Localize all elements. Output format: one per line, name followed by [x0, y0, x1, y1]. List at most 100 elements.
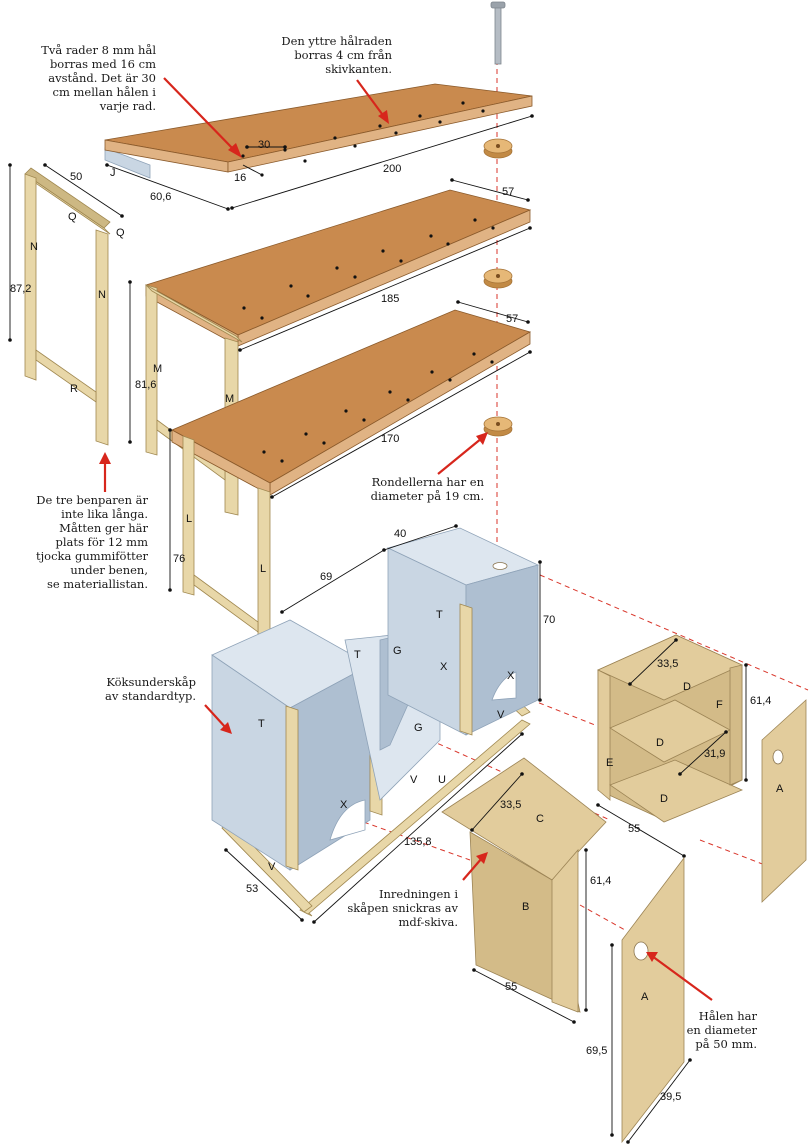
right-cabinet [386, 527, 540, 736]
dim-mid-length: 185 [381, 293, 399, 305]
tabletop-lower [171, 309, 532, 496]
disc-2 [483, 268, 513, 289]
svg-text:Inredningen i: Inredningen i [379, 887, 458, 901]
dim-low-height: 76 [173, 553, 185, 565]
label-X: X [440, 661, 448, 673]
label-A: A [641, 991, 649, 1003]
note-discs: Rondellerna har en diameter på 19 cm. [371, 475, 485, 503]
dim-low-depth: 57 [506, 313, 518, 325]
dim-panel-c-width: 33,5 [500, 799, 521, 811]
note-hole50: Hålen har en diameter på 50 mm. [687, 1009, 758, 1051]
dim-mid-depth: 57 [502, 186, 514, 198]
dim-shelf-depth: 55 [628, 823, 640, 835]
note-legs: De tre benparen är inte lika långa. Mått… [36, 493, 149, 591]
alignment-line [539, 574, 809, 691]
label-E: E [606, 757, 613, 769]
hole-row [242, 218, 495, 320]
dim-hole-offset: 16 [234, 172, 246, 184]
tabletop-top [104, 83, 533, 179]
label-U: U [438, 774, 446, 786]
label-D: D [660, 793, 668, 805]
alignment-line [579, 904, 626, 931]
label-T: T [258, 718, 265, 730]
label-L: L [186, 513, 192, 525]
label-F: F [716, 699, 723, 711]
annotation-arrows [99, 77, 713, 1001]
dim-top-length: 200 [383, 163, 401, 175]
dim-frame-width: 50 [70, 171, 82, 183]
svg-text:Rondellerna har en: Rondellerna har en [372, 475, 485, 489]
svg-text:tjocka gummifötter: tjocka gummifötter [36, 549, 149, 563]
svg-text:Två rader 8 mm hål: Två rader 8 mm hål [41, 43, 156, 57]
svg-text:på 50 mm.: på 50 mm. [695, 1037, 757, 1051]
svg-text:varje rad.: varje rad. [99, 99, 156, 113]
svg-text:borras med 16 cm: borras med 16 cm [50, 57, 156, 71]
dim-base-width: 53 [246, 883, 258, 895]
svg-text:skåpen snickras av: skåpen snickras av [347, 901, 458, 915]
dim-shelf-height: 61,4 [750, 695, 771, 707]
label-N: N [30, 241, 38, 253]
alignment-line [699, 839, 766, 866]
label-Q: Q [68, 211, 77, 223]
dim-panel-a-height: 69,5 [586, 1045, 607, 1057]
side-panel-A-small [761, 699, 807, 903]
label-X: X [507, 670, 515, 682]
label-J: J [110, 167, 116, 179]
note-cabinet: Köksunderskåp av standardtyp. [105, 675, 196, 703]
dim-shelf-inner: 31,9 [704, 748, 725, 760]
label-B: B [522, 901, 529, 913]
svg-text:De tre benparen är: De tre benparen är [36, 493, 148, 507]
svg-text:inte lika långa.: inte lika långa. [61, 507, 148, 521]
note-interior: Inredningen i skåpen snickras av mdf-ski… [347, 887, 458, 929]
label-D: D [656, 737, 664, 749]
label-N: N [98, 289, 106, 301]
svg-text:Måtten ger här: Måtten ger här [59, 521, 148, 535]
label-M: M [153, 363, 162, 375]
label-T: T [436, 609, 443, 621]
label-G: G [414, 722, 423, 734]
svg-text:avstånd. Det är 30: avstånd. Det är 30 [48, 71, 156, 85]
label-V: V [410, 774, 418, 786]
label-L: L [260, 563, 266, 575]
threaded-rod [490, 1, 506, 65]
dim-top-depth: 60,6 [150, 191, 171, 203]
svg-text:Den yttre hålraden: Den yttre hålraden [281, 34, 392, 48]
svg-text:diameter på 19 cm.: diameter på 19 cm. [371, 489, 484, 503]
dim-shelf-width: 33,5 [657, 658, 678, 670]
label-C: C [536, 813, 544, 825]
label-M: M [225, 393, 234, 405]
shelf-unit [597, 634, 744, 823]
dim-cabinet-height: 70 [543, 614, 555, 626]
note-outer-row: Den yttre hålraden borras 4 cm från skiv… [281, 34, 392, 76]
leg-frame [24, 167, 111, 446]
dim-hole-spacing: 30 [258, 139, 270, 151]
dim-base-length: 135,8 [404, 836, 432, 848]
dim-cabinet-width: 40 [394, 528, 406, 540]
svg-text:mdf-skiva.: mdf-skiva. [398, 915, 458, 929]
dim-panel-b-depth: 55 [505, 981, 517, 993]
label-R: R [70, 383, 78, 395]
svg-text:en diameter: en diameter [687, 1023, 758, 1037]
dim-frame-height: 87,2 [10, 283, 31, 295]
svg-text:se materiallistan.: se materiallistan. [47, 577, 148, 591]
label-X: X [340, 799, 348, 811]
dim-cabinet-depth: 69 [320, 571, 332, 583]
dim-mid-height: 81,6 [135, 379, 156, 391]
svg-text:skivkanten.: skivkanten. [325, 62, 392, 76]
hole-row [262, 352, 494, 463]
label-D: D [683, 681, 691, 693]
disc-3 [483, 416, 513, 437]
disc-1 [483, 138, 513, 159]
side-panel-A-large [621, 856, 685, 1144]
label-A: A [776, 783, 784, 795]
svg-text:under benen,: under benen, [70, 563, 148, 577]
svg-text:plats för 12 mm: plats för 12 mm [55, 535, 148, 549]
svg-text:Hålen har: Hålen har [699, 1009, 758, 1023]
panel-BC [441, 757, 607, 1013]
svg-text:cm mellan hålen i: cm mellan hålen i [53, 85, 157, 99]
label-V: V [268, 861, 276, 873]
label-G: G [393, 645, 402, 657]
label-V: V [497, 709, 505, 721]
svg-text:Köksunderskåp: Köksunderskåp [106, 675, 196, 689]
